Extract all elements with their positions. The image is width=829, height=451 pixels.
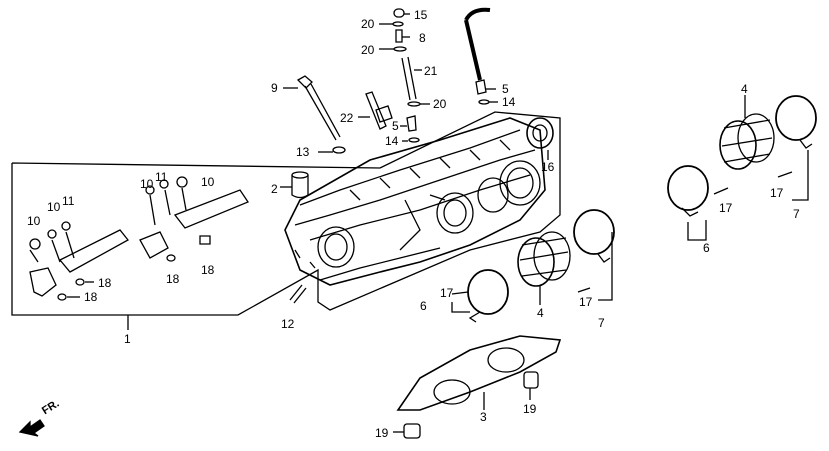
- callout-7-center: 7: [598, 316, 605, 330]
- callout-15: 15: [414, 8, 428, 22]
- cylinder-head: [285, 118, 545, 285]
- part-16-seal: [527, 118, 553, 160]
- part-22-spark-plug: [358, 92, 392, 129]
- callout-6-right: 6: [703, 241, 710, 255]
- callout-10-d: 10: [201, 175, 215, 189]
- callout-10-c: 10: [140, 177, 154, 191]
- callout-5-right: 5: [502, 82, 509, 96]
- callout-4-right: 4: [741, 82, 748, 96]
- callout-4-center: 4: [537, 306, 544, 320]
- callout-21: 21: [424, 64, 438, 78]
- part-9-long-bolt: [283, 76, 340, 140]
- callout-9: 9: [271, 81, 278, 95]
- rocker-holder-left: [30, 222, 128, 300]
- callout-3: 3: [480, 410, 487, 424]
- callout-22: 22: [340, 111, 354, 125]
- intake-pipe-right: [720, 114, 774, 169]
- callout-19-b: 19: [523, 402, 537, 416]
- callout-1: 1: [124, 332, 131, 346]
- breather-hose: [466, 10, 498, 104]
- clamp-6-right: [668, 166, 708, 216]
- callout-18-a: 18: [98, 276, 112, 290]
- callout-20-a: 20: [361, 17, 375, 31]
- rocker-holder-middle: [140, 177, 248, 261]
- part-3-gasket: [398, 336, 560, 410]
- bolts-17: [452, 172, 792, 294]
- callout-12: 12: [281, 317, 295, 331]
- callout-17-c: 17: [719, 201, 733, 215]
- callout-14-right: 14: [502, 95, 516, 109]
- callout-7-right: 7: [793, 207, 800, 221]
- callout-18-b: 18: [84, 290, 98, 304]
- top-fitting-stack: [379, 9, 430, 142]
- part-13-washer: [318, 147, 345, 153]
- callout-18-c: 18: [166, 272, 180, 286]
- clamp-6-center: [468, 270, 508, 322]
- clamp-7-center: [574, 210, 614, 262]
- callout-16: 16: [541, 160, 555, 174]
- callout-11-b: 11: [155, 170, 168, 184]
- callout-8: 8: [419, 31, 426, 45]
- callout-17-a: 17: [440, 286, 454, 300]
- callout-5-left: 5: [392, 119, 399, 133]
- callout-17-b: 17: [579, 295, 593, 309]
- assembly-frame-outline: [12, 112, 560, 330]
- callout-10-a: 10: [27, 214, 41, 228]
- callout-13: 13: [296, 145, 310, 159]
- callout-19-a: 19: [375, 426, 389, 440]
- callout-20-b: 20: [361, 43, 375, 57]
- dowels-19: [393, 372, 538, 438]
- callout-20-c: 20: [433, 97, 447, 111]
- callout-14-left: 14: [385, 134, 399, 148]
- bracket-lines: [452, 95, 808, 312]
- callout-6-center: 6: [420, 299, 427, 313]
- part-12-stud: [290, 285, 306, 303]
- part-2-lifter: [280, 172, 308, 198]
- callout-11-a: 11: [62, 194, 75, 208]
- callout-18-d: 18: [201, 263, 215, 277]
- intake-pipe-center: [518, 232, 570, 286]
- callout-2: 2: [271, 182, 278, 196]
- callout-17-d: 17: [770, 186, 784, 200]
- front-direction-arrow: [20, 420, 44, 436]
- callout-10-b: 10: [47, 200, 61, 214]
- clamp-7-right: [776, 96, 816, 148]
